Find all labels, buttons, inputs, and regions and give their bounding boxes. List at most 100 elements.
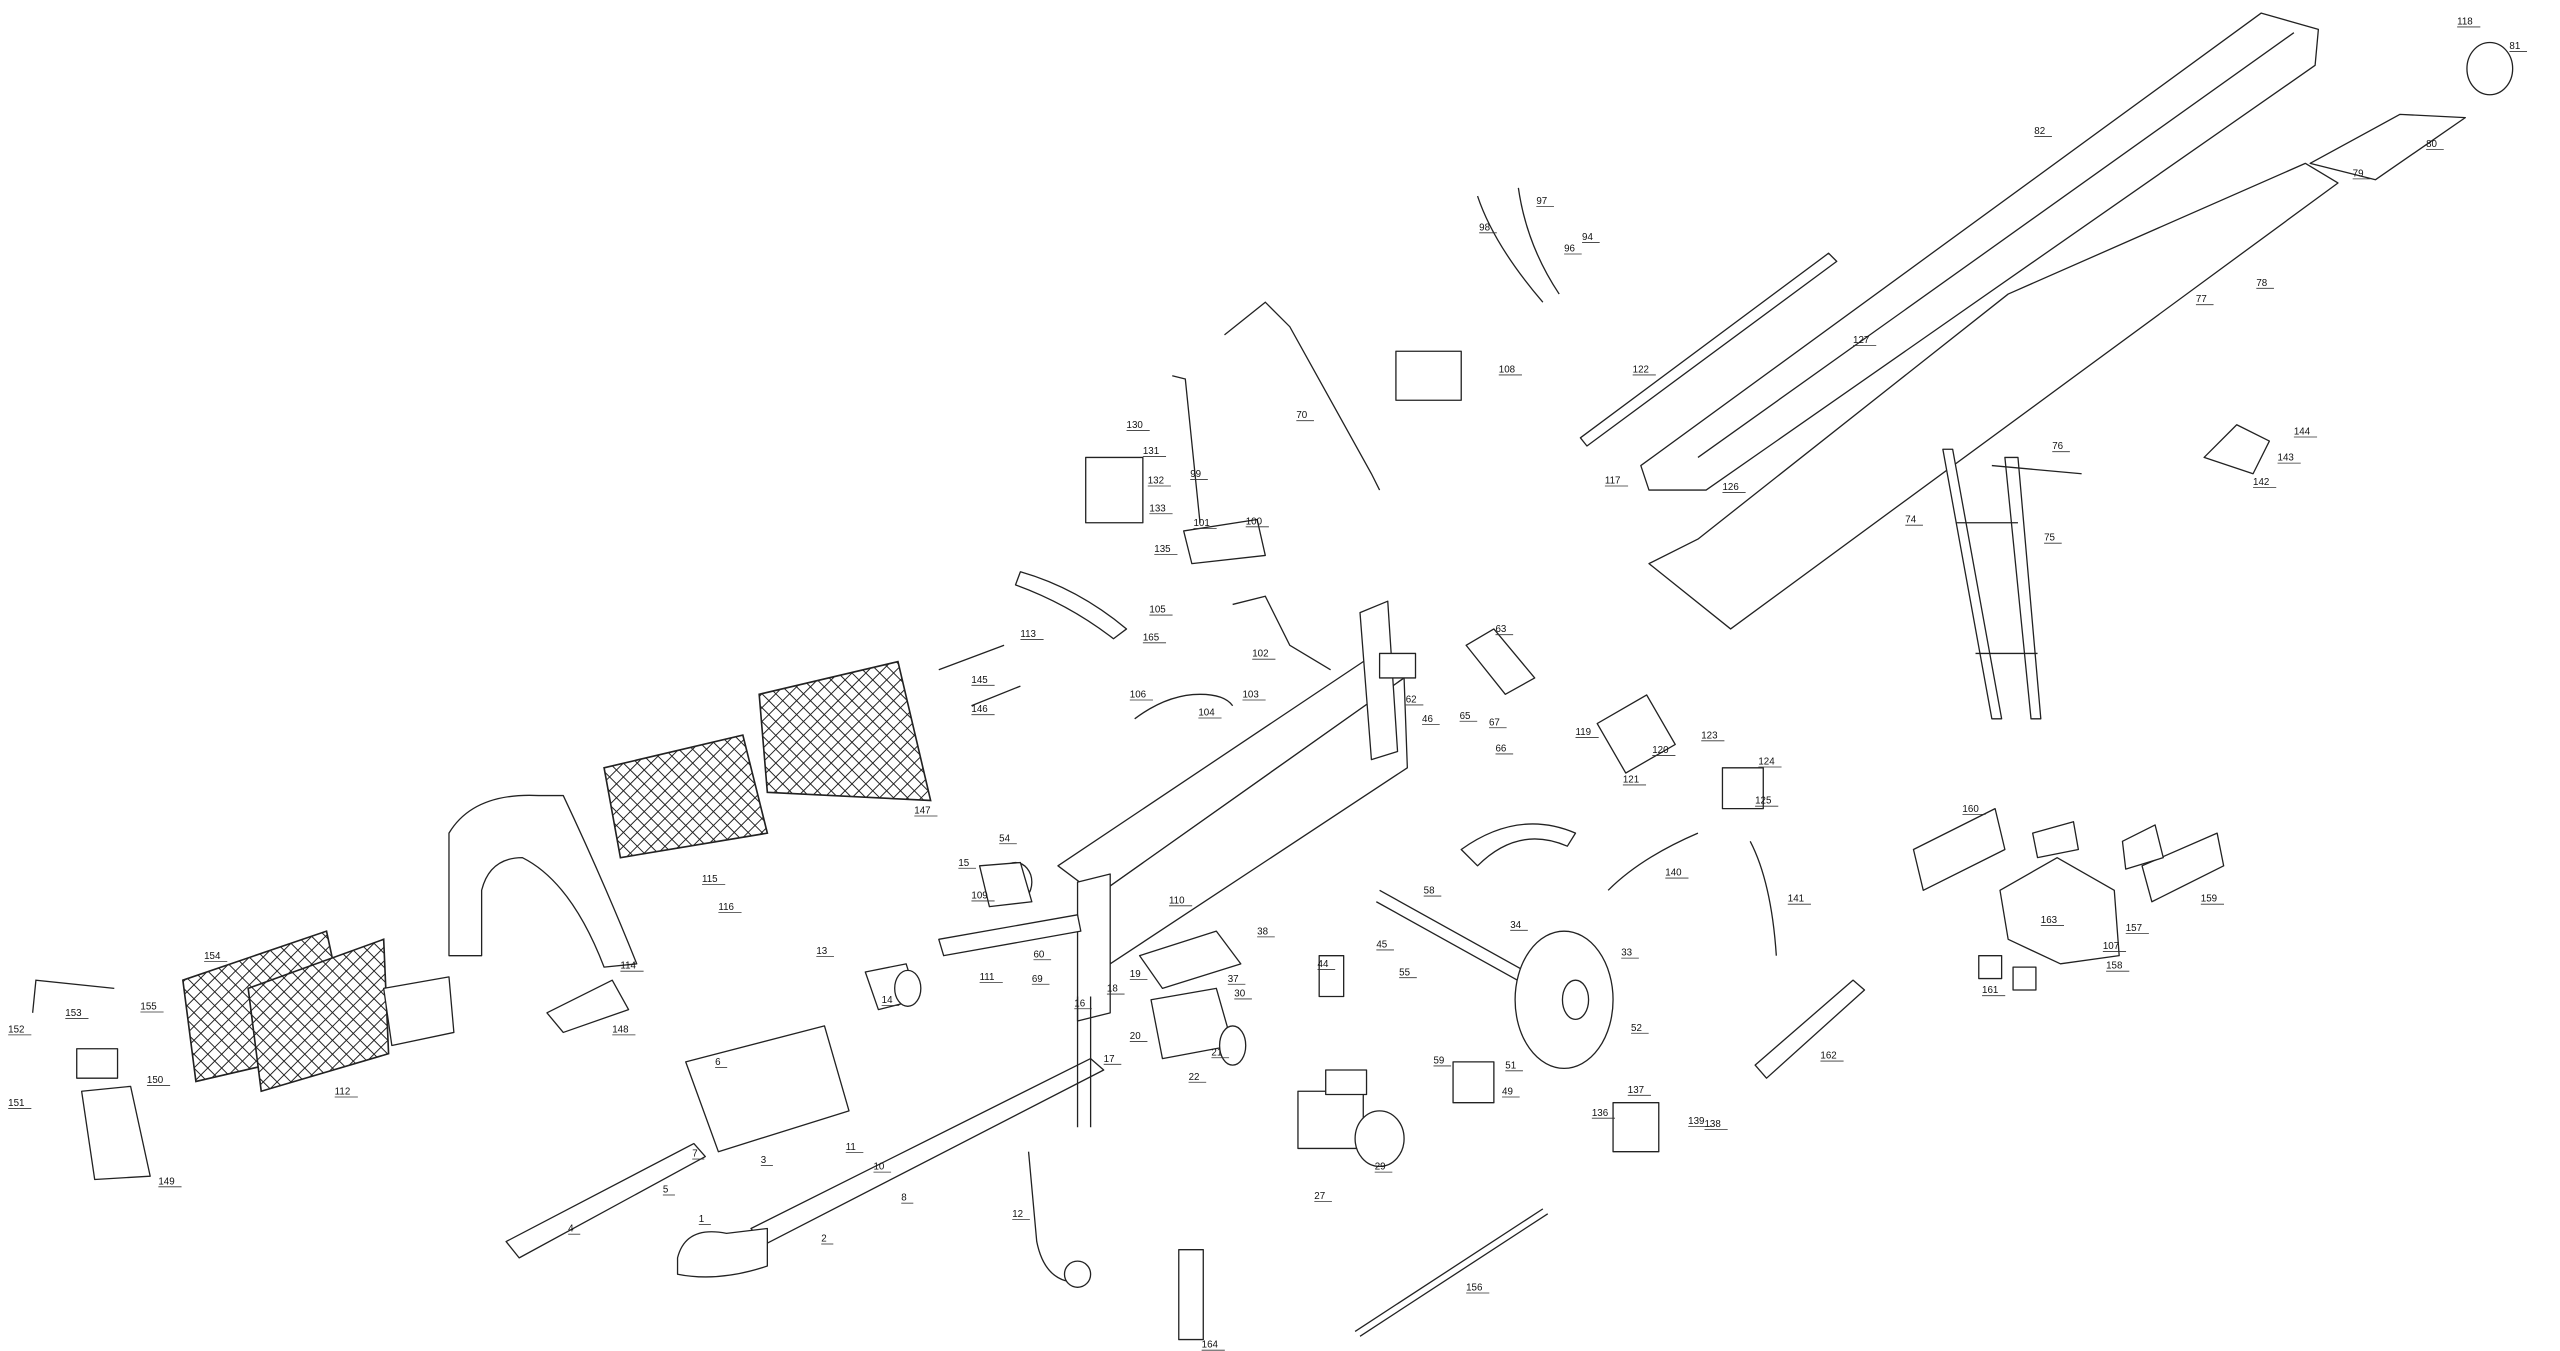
part-number-label: 153: [65, 1008, 82, 1019]
part-number-label: 124: [1758, 757, 1775, 768]
part-number-label: 37: [1228, 974, 1239, 985]
tow-tongue: [505, 996, 1549, 1341]
part-number-label: 13: [816, 946, 827, 957]
part-number-label: 94: [1582, 232, 1593, 243]
part-number-label: 17: [1104, 1054, 1115, 1065]
part-number-label: 132: [1148, 476, 1164, 487]
part-number-label: 145: [971, 675, 988, 686]
part-number-label: 121: [1623, 774, 1639, 785]
part-number-label: 63: [1496, 624, 1507, 635]
part-number-label: 123: [1701, 730, 1718, 741]
part-number-label: 45: [1376, 939, 1387, 950]
part-number-label: 46: [1422, 714, 1433, 725]
part-number-label: 110: [1169, 895, 1185, 906]
part-number-label: 33: [1621, 948, 1632, 959]
part-number-label: 77: [2196, 294, 2207, 305]
part-number-label: 79: [2353, 168, 2364, 179]
part-number-label: 7: [692, 1149, 697, 1160]
part-number-label: 10: [873, 1162, 884, 1173]
part-number-label: 75: [2044, 533, 2055, 544]
part-number-label: 154: [204, 951, 221, 962]
part-number-label: 52: [1631, 1023, 1642, 1034]
part-number-label: 101: [1193, 518, 1209, 529]
part-number-label: 22: [1189, 1072, 1200, 1083]
part-number-label: 4: [568, 1224, 574, 1235]
part-number-label: 146: [971, 704, 988, 715]
part-number-label: 141: [1788, 894, 1804, 905]
part-number-label: 74: [1905, 515, 1916, 526]
part-number-label: 140: [1665, 868, 1682, 879]
part-number-label: 150: [147, 1075, 164, 1086]
part-number-label: 97: [1536, 196, 1547, 207]
part-number-label: 38: [1257, 926, 1268, 937]
part-number-label: 76: [2052, 441, 2063, 452]
part-number-label: 152: [8, 1024, 24, 1035]
part-number-label: 138: [1704, 1119, 1721, 1130]
part-number-label: 155: [140, 1002, 157, 1013]
guards: [32, 660, 2225, 1181]
part-number-label: 44: [1318, 959, 1329, 970]
part-number-label: 126: [1722, 482, 1739, 493]
part-number-label: 14: [882, 995, 893, 1006]
part-number-label: 59: [1433, 1055, 1444, 1066]
part-number-label: 30: [1234, 989, 1245, 1000]
part-number-label: 98: [1479, 222, 1490, 233]
part-number-label: 78: [2256, 278, 2267, 289]
part-number-label: 113: [1020, 629, 1036, 640]
part-number-label: 149: [158, 1176, 174, 1187]
part-number-label: 157: [2126, 923, 2142, 934]
part-number-label: 66: [1496, 743, 1507, 754]
control-levers: [938, 301, 1462, 720]
part-number-label: 105: [1149, 605, 1166, 616]
part-number-label: 115: [702, 874, 718, 885]
part-number-label: 125: [1755, 796, 1772, 807]
part-number-label: 6: [715, 1057, 721, 1068]
part-number-label: 54: [999, 833, 1010, 844]
part-number-label: 131: [1143, 446, 1159, 457]
part-number-label: 19: [1130, 969, 1141, 980]
part-number-label: 163: [2041, 915, 2058, 926]
part-number-label: 21: [1211, 1047, 1222, 1058]
part-number-label: 62: [1406, 694, 1417, 705]
part-number-label: 151: [8, 1098, 24, 1109]
part-number-label: 156: [1466, 1283, 1483, 1294]
part-number-label: 159: [2201, 894, 2217, 905]
part-number-label: 58: [1424, 886, 1435, 897]
part-number-label: 104: [1198, 708, 1215, 719]
part-number-label: 144: [2294, 427, 2311, 438]
part-number-label: 102: [1252, 649, 1268, 660]
part-number-label: 148: [612, 1024, 629, 1035]
part-number-label: 162: [1820, 1051, 1836, 1062]
part-number-label: 81: [2509, 41, 2520, 52]
part-number-label: 96: [1564, 244, 1575, 255]
part-number-label: 111: [980, 972, 995, 983]
part-number-label: 27: [1314, 1191, 1325, 1202]
engine-and-wheel: [1150, 628, 1866, 1168]
part-number-label: 60: [1033, 949, 1044, 960]
part-number-label: 122: [1633, 364, 1649, 375]
part-number-label: 16: [1074, 998, 1085, 1009]
part-number-label: 99: [1190, 469, 1201, 480]
part-number-label: 15: [958, 858, 969, 869]
part-number-label: 136: [1592, 1108, 1609, 1119]
part-number-label: 120: [1652, 745, 1669, 756]
part-number-labels: 1234567810111213141516171819202122272930…: [8, 17, 2528, 1351]
part-number-label: 139: [1688, 1116, 1704, 1127]
part-number-label: 112: [335, 1087, 351, 1098]
part-number-label: 127: [1853, 335, 1869, 346]
main-beam-frame: [864, 600, 1417, 1022]
part-number-label: 82: [2034, 126, 2045, 137]
part-number-label: 51: [1505, 1060, 1516, 1071]
part-number-label: 20: [1130, 1031, 1141, 1042]
part-number-label: 165: [1143, 632, 1160, 643]
part-number-label: 106: [1130, 690, 1147, 701]
part-number-label: 5: [663, 1185, 669, 1196]
part-number-label: 12: [1012, 1209, 1023, 1220]
part-number-label: 100: [1246, 516, 1263, 527]
part-number-label: 1: [699, 1214, 704, 1225]
part-number-label: 70: [1296, 410, 1307, 421]
part-number-label: 3: [761, 1155, 767, 1166]
part-number-label: 18: [1107, 984, 1118, 995]
part-number-label: 130: [1127, 420, 1144, 431]
